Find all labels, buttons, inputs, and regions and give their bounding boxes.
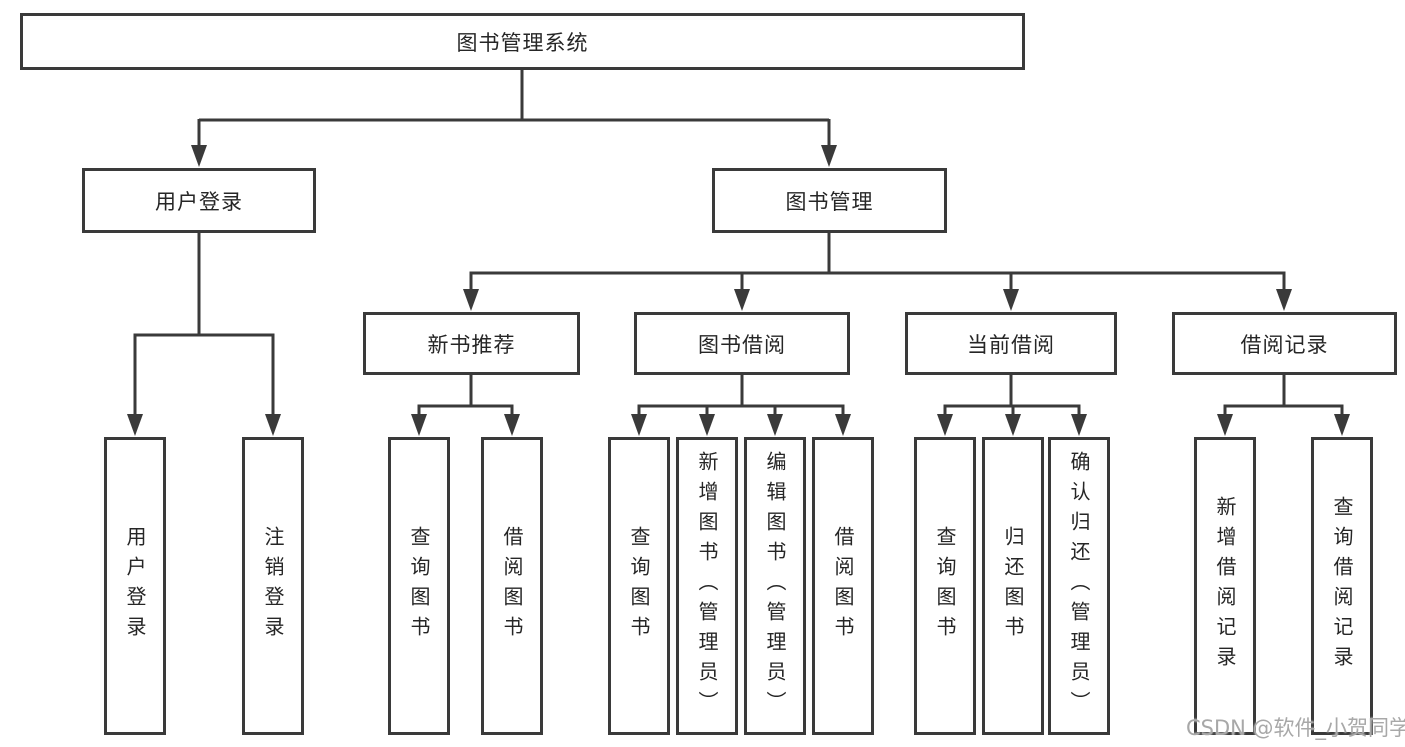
arrow-into-borrow (734, 289, 750, 311)
arrow-into-leaf13 (1334, 414, 1350, 436)
arrow-into-records (1276, 289, 1292, 311)
leaf-edit-books-admin-label: 编辑图书（管理员） (763, 451, 787, 721)
leaf-user-login-label: 用户登录 (123, 526, 147, 646)
arrow-into-recommend (463, 289, 479, 311)
leaf-query-books-current-label: 查询图书 (933, 526, 957, 646)
node-root-system: 图书管理系统 (20, 13, 1025, 70)
arrow-into-leaf11 (1071, 414, 1087, 436)
leaf-borrow-books-recommend: 借阅图书 (481, 437, 543, 735)
arrow-into-leaf7 (767, 414, 783, 436)
leaf-return-books: 归还图书 (982, 437, 1044, 735)
arrow-into-book-mgmt (821, 145, 837, 167)
arrowheads (127, 145, 1350, 436)
leaf-logout: 注销登录 (242, 437, 304, 735)
leaf-query-books-recommend-label: 查询图书 (407, 526, 431, 646)
arrow-into-leaf4 (504, 414, 520, 436)
node-borrow-records: 借阅记录 (1172, 312, 1397, 375)
leaf-add-books-admin-label: 新增图书（管理员） (695, 451, 719, 721)
leaf-borrow-books: 借阅图书 (812, 437, 874, 735)
leaf-add-books-admin: 新增图书（管理员） (676, 437, 738, 735)
arrow-into-leaf1 (127, 414, 143, 436)
node-book-management-label: 图书管理 (785, 189, 874, 214)
arrow-into-leaf9 (937, 414, 953, 436)
node-book-management: 图书管理 (712, 168, 947, 233)
leaf-return-books-label: 归还图书 (1001, 526, 1025, 646)
node-book-borrow-label: 图书借阅 (698, 332, 786, 357)
leaf-query-borrow-record-label: 查询借阅记录 (1330, 496, 1354, 676)
csdn-watermark: CSDN @软件_小贺同学 (1186, 716, 1405, 740)
leaf-borrow-books-recommend-label: 借阅图书 (500, 526, 524, 646)
leaf-query-books-borrow: 查询图书 (608, 437, 670, 735)
arrow-into-leaf12 (1217, 414, 1233, 436)
leaf-user-login: 用户登录 (104, 437, 166, 735)
leaf-confirm-return-admin: 确认归还（管理员） (1048, 437, 1110, 735)
leaf-add-borrow-record-label: 新增借阅记录 (1213, 496, 1237, 676)
node-current-borrow-label: 当前借阅 (967, 332, 1055, 357)
arrow-into-leaf2 (265, 414, 281, 436)
node-current-borrow: 当前借阅 (905, 312, 1117, 375)
arrow-into-leaf3 (411, 414, 427, 436)
leaf-edit-books-admin: 编辑图书（管理员） (744, 437, 806, 735)
node-book-borrow: 图书借阅 (634, 312, 850, 375)
node-root-label: 图书管理系统 (456, 30, 589, 55)
node-new-book-recommend: 新书推荐 (363, 312, 580, 375)
leaf-logout-label: 注销登录 (261, 526, 285, 646)
arrow-into-leaf5 (631, 414, 647, 436)
leaf-query-books-recommend: 查询图书 (388, 437, 450, 735)
arrow-into-leaf8 (835, 414, 851, 436)
node-user-login: 用户登录 (82, 168, 316, 233)
node-borrow-records-label: 借阅记录 (1240, 332, 1329, 357)
leaf-borrow-books-label: 借阅图书 (831, 526, 855, 646)
leaf-add-borrow-record: 新增借阅记录 (1194, 437, 1256, 735)
arrow-into-leaf6 (699, 414, 715, 436)
leaf-query-books-borrow-label: 查询图书 (627, 526, 651, 646)
node-new-book-recommend-label: 新书推荐 (427, 332, 516, 357)
leaf-query-borrow-record: 查询借阅记录 (1311, 437, 1373, 735)
leaf-query-books-current: 查询图书 (914, 437, 976, 735)
arrow-into-leaf10 (1005, 414, 1021, 436)
arrow-into-current (1003, 289, 1019, 311)
node-user-login-label: 用户登录 (155, 189, 243, 214)
arrow-into-user-login (191, 145, 207, 167)
leaf-confirm-return-admin-label: 确认归还（管理员） (1067, 451, 1091, 721)
